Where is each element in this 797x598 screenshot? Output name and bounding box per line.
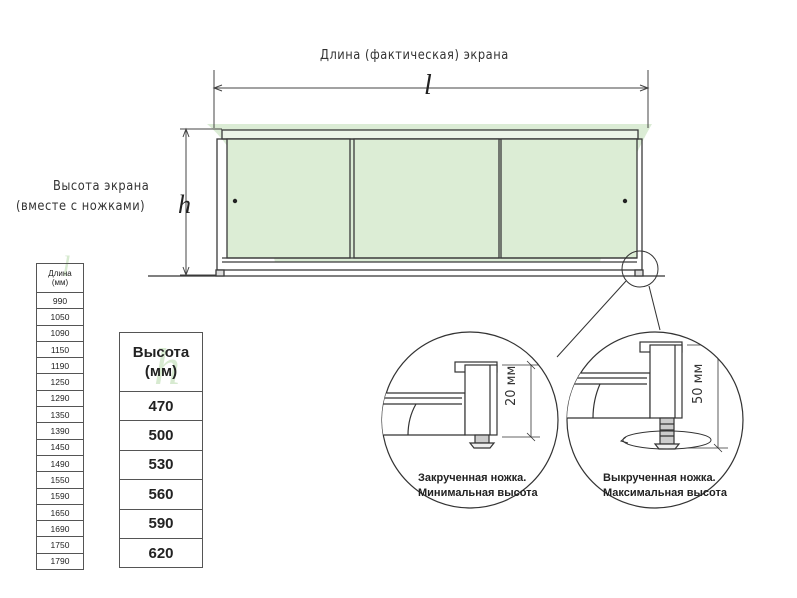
length-table-cell: 1750 [36, 536, 84, 554]
max-caption: Выкрученная ножка.Максимальная высота [603, 472, 727, 499]
length-table-cell: 1290 [36, 389, 84, 408]
length-table-cell: 1090 [36, 324, 84, 342]
foot-detail-marker [621, 250, 659, 288]
length-table-cell: 1550 [36, 471, 84, 489]
min-caption: Закрученная ножка.Минимальная высота [418, 472, 538, 499]
length-table-cell: 990 [36, 291, 84, 310]
length-table-cell: 1650 [36, 503, 84, 522]
length-table-cell: 1390 [36, 422, 84, 440]
length-table-cell: 1250 [36, 373, 84, 391]
length-table-cell: 1190 [36, 357, 84, 375]
length-symbol: l [424, 70, 432, 101]
height-table-header: Высота(мм) [119, 332, 203, 392]
length-table-cell: 1050 [36, 308, 84, 326]
height-table-cell: 620 [119, 537, 203, 569]
height-label-line2: (вместе с ножками) [16, 199, 146, 214]
leader-line-left [556, 280, 627, 358]
height-table-cell: 530 [119, 449, 203, 481]
length-table-cell: 1590 [36, 487, 84, 505]
length-label: Длина (фактическая) экрана [320, 48, 509, 63]
length-table-header: Длина(мм) [36, 263, 84, 293]
panel-screw-right [622, 198, 628, 204]
height-dimension [180, 127, 222, 277]
length-table-cell: 1790 [36, 552, 84, 571]
panel-screw-left [232, 198, 238, 204]
height-symbol: h [178, 190, 191, 219]
min-dimension-label: 20 мм [504, 365, 519, 406]
length-table-cell: 1490 [36, 454, 84, 473]
length-table-cell: 1450 [36, 438, 84, 456]
length-table-cell: 1150 [36, 340, 84, 359]
length-table-cell: 1690 [36, 520, 84, 538]
max-dimension-label: 50 мм [691, 363, 706, 404]
height-table-cell: 590 [119, 508, 203, 539]
height-table-cell: 470 [119, 390, 203, 422]
height-table-cell: 500 [119, 420, 203, 451]
height-label-line1: Высота экрана [53, 179, 150, 194]
height-table-cell: 560 [119, 479, 203, 510]
length-dimension [212, 70, 650, 128]
screen-frame [215, 129, 644, 277]
leader-line-right [648, 285, 661, 331]
length-table-cell: 1350 [36, 406, 84, 424]
